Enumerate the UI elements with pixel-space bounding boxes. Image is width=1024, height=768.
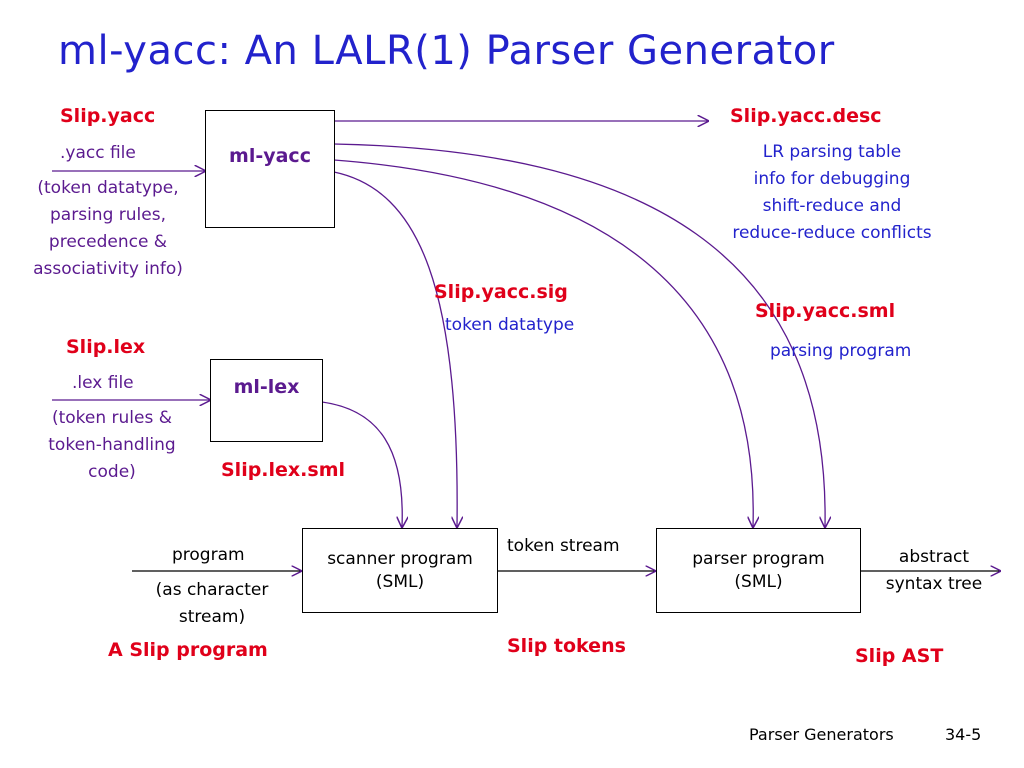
slip-yacc-sml-filename: Slip.yacc.sml xyxy=(755,300,896,322)
slip-lex-sml-filename: Slip.lex.sml xyxy=(221,459,346,481)
ml-yacc-box: ml-yacc xyxy=(205,110,335,228)
slip-yacc-filename: Slip.yacc xyxy=(60,105,156,127)
parser-label-2: (SML) xyxy=(734,571,783,592)
program-description: (as character stream) xyxy=(155,580,269,627)
scanner-label-1: scanner program xyxy=(327,548,473,569)
slip-program-name: A Slip program xyxy=(108,639,268,661)
slip-ast-name: Slip AST xyxy=(855,645,944,667)
slip-yacc-sig-filename: Slip.yacc.sig xyxy=(434,281,568,303)
footer-page-number: 34-5 xyxy=(945,725,982,744)
arrow-to-parser-1 xyxy=(333,159,753,527)
arrow-lex-to-scanner xyxy=(321,401,402,527)
yacc-file-type: .yacc file xyxy=(60,143,136,163)
footer-section: Parser Generators xyxy=(749,725,894,744)
ml-lex-box: ml-lex xyxy=(210,359,323,442)
parser-label-1: parser program xyxy=(692,548,825,569)
ml-lex-label: ml-lex xyxy=(233,375,300,398)
sig-file-description: token datatype xyxy=(445,315,575,335)
sml-file-description: parsing program xyxy=(770,341,912,361)
slip-yacc-desc-filename: Slip.yacc.desc xyxy=(730,105,882,127)
ast-label: abstract syntax tree xyxy=(885,547,983,594)
parser-box: parser program (SML) xyxy=(656,528,861,613)
slide-title: ml-yacc: An LALR(1) Parser Generator xyxy=(58,28,835,74)
yacc-file-description: (token datatype, parsing rules, preceden… xyxy=(33,178,183,279)
lex-file-type: .lex file xyxy=(72,373,134,393)
program-label: program xyxy=(172,545,245,565)
ml-yacc-label: ml-yacc xyxy=(229,145,311,167)
arrow-to-sig xyxy=(333,171,457,527)
scanner-label-2: (SML) xyxy=(375,571,425,592)
desc-file-description: LR parsing table info for debugging shif… xyxy=(732,142,932,243)
arrow-to-parser-2 xyxy=(333,143,825,527)
slip-tokens-name: Slip tokens xyxy=(507,635,626,657)
lex-file-description: (token rules & token-handling code) xyxy=(48,408,176,482)
scanner-box: scanner program (SML) xyxy=(302,528,498,613)
token-stream-label: token stream xyxy=(507,536,620,556)
slip-lex-filename: Slip.lex xyxy=(66,336,146,358)
